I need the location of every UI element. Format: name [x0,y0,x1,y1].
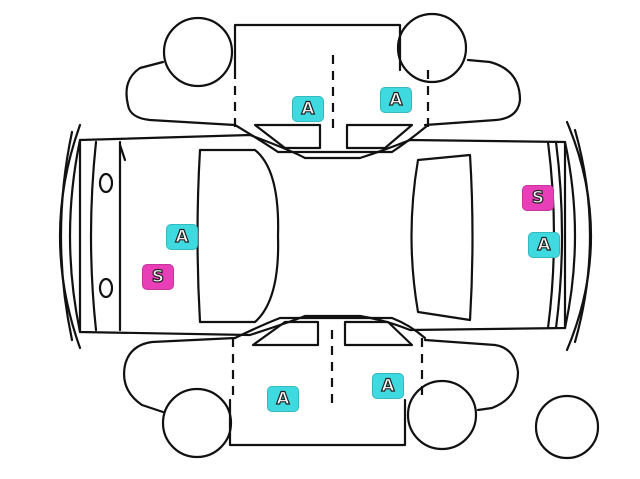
car-right-side-view [123,316,600,460]
hood-detail [118,143,127,162]
damage-marker-a[interactable]: A [166,224,198,250]
damage-marker-a[interactable]: A [372,373,404,399]
damage-marker-a[interactable]: A [528,232,560,258]
car-plan-view [58,120,593,352]
damage-marker-a[interactable]: A [267,386,299,412]
damage-marker-a[interactable]: A [292,96,324,122]
car-left-side-view [125,12,522,154]
damage-marker-s[interactable]: S [142,264,174,290]
damage-marker-a[interactable]: A [380,87,412,113]
damage-marker-s[interactable]: S [522,185,554,211]
spare-wheel [534,394,600,460]
